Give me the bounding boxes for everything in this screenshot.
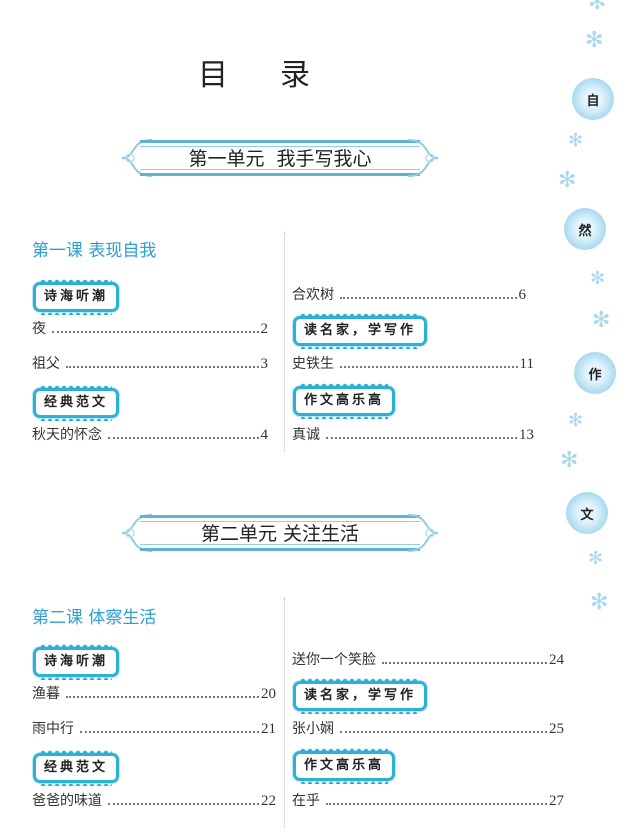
snowflake-icon: ✻ (590, 268, 606, 289)
flower-icon: 文 (566, 492, 608, 534)
column-divider (284, 232, 285, 452)
ornament-left-icon (121, 139, 153, 177)
snowflake-icon: ✻ (592, 308, 611, 333)
title-char-2: 录 (280, 58, 362, 93)
section-tag-writing: 作文高乐高 (293, 383, 396, 419)
snowflake-icon: ✻ (568, 130, 584, 151)
unit-1-banner: 第一单元 我手写我心 (120, 130, 440, 186)
unit-2-title: 第二单元 关注生活 (200, 523, 360, 545)
snowflake-icon: ✻ (558, 168, 577, 193)
section-tag-poetry: 诗海听潮 (33, 279, 120, 315)
flower-icon: 然 (564, 208, 606, 250)
snowflake-icon: ✻ (588, 0, 607, 15)
banner-frame (140, 515, 420, 551)
section-tag-writing: 作文高乐高 (293, 748, 396, 784)
section-tag-classic: 经典范文 (33, 750, 120, 786)
snowflake-icon: ✻ (568, 410, 584, 431)
section-tag-poetry: 诗海听潮 (33, 644, 120, 680)
snowflake-icon: ✻ (590, 590, 609, 615)
page-title: 目录 (0, 50, 560, 94)
snowflake-icon: ✻ (560, 448, 579, 473)
ornament-right-icon (407, 514, 439, 552)
unit-1-title: 第一单元 我手写我心 (188, 148, 372, 170)
lesson-1-title: 第一课 表现自我 (32, 241, 157, 261)
flower-icon: 自 (572, 78, 614, 120)
banner-frame (140, 140, 420, 176)
lesson-2-title: 第二课 体察生活 (32, 608, 157, 628)
title-char-1: 目 (198, 58, 280, 93)
unit-2-banner: 第二单元 关注生活 (120, 505, 440, 561)
snowflake-icon: ✻ (585, 28, 604, 53)
ornament-left-icon (121, 514, 153, 552)
ornament-right-icon (407, 139, 439, 177)
flower-icon: 作 (574, 352, 616, 394)
column-divider (284, 598, 285, 828)
section-tag-masters: 读名家，学写作 (293, 313, 428, 349)
section-tag-classic: 经典范文 (33, 385, 120, 421)
snowflake-icon: ✻ (588, 548, 604, 569)
section-tag-masters: 读名家，学写作 (293, 678, 428, 714)
